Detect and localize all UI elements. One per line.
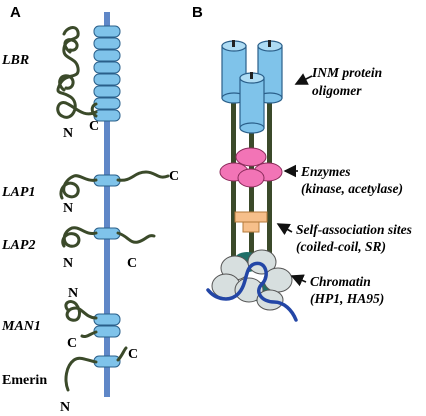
lap1-c-terminal-chain <box>116 170 170 182</box>
annotation-chromatin-line1: Chromatin <box>310 274 371 289</box>
lap1-tm-domain <box>93 174 121 187</box>
annotation-enzymes-line1: Enzymes <box>300 164 351 179</box>
lap1-n-terminus: N <box>63 201 73 216</box>
annotation-self-assoc-line2: (coiled-coil, SR) <box>296 239 386 254</box>
man1-n-terminus: N <box>68 286 78 301</box>
lap2-n-terminus: N <box>63 256 73 271</box>
annotation-inm-line2: oligomer <box>312 83 362 98</box>
dna-strand <box>206 261 298 322</box>
emerin-n-terminus: N <box>60 400 70 415</box>
lap2-c-terminus: C <box>127 256 137 271</box>
man1-c-terminus: C <box>67 336 77 351</box>
lbr-label: LBR <box>1 53 29 68</box>
emerin-c-terminal-chain <box>116 346 128 362</box>
panel-a-letter: A <box>10 4 21 21</box>
annotation-inm-line1: INM protein <box>311 65 382 80</box>
annotation-chromatin-line2: (HP1, HA95) <box>310 291 384 306</box>
arrow-self-association <box>276 223 293 236</box>
arrow-inm-oligomer <box>294 73 313 85</box>
man1-tm-domain-2 <box>93 325 121 338</box>
lbr-c-terminus: C <box>89 119 99 134</box>
emerin-tm-domain <box>93 355 121 368</box>
man1-n-terminal-chain <box>64 300 98 322</box>
lbr-n-terminus: N <box>63 126 73 141</box>
lbr-tm-domains <box>93 25 121 122</box>
lap1-label: LAP1 <box>1 185 35 200</box>
chromatin <box>206 249 298 322</box>
emerin-c-terminus: C <box>128 347 138 362</box>
arrow-chromatin <box>290 274 307 287</box>
nuclear-membrane <box>104 12 110 397</box>
lap2-c-terminal-chain <box>116 231 156 244</box>
lap2-tm-domain <box>93 227 121 240</box>
lbr-n-terminal-chain <box>56 26 98 119</box>
lbr-n-terminal-loops <box>58 38 79 92</box>
man1-tm-domain-1 <box>93 313 121 326</box>
man1-c-terminal-chain <box>80 330 98 338</box>
lap2-n-terminal-chain <box>61 226 98 248</box>
oligomer-stalks <box>231 95 272 270</box>
enzymes <box>219 147 283 188</box>
panel-b-letter: B <box>192 4 203 21</box>
lbr-c-terminal-chain <box>90 102 98 118</box>
man1-label: MAN1 <box>1 319 41 334</box>
annotation-self-assoc-line1: Self-association sites <box>296 222 412 237</box>
lap1-n-terminal-chain <box>59 174 98 200</box>
self-association-sites <box>234 211 268 233</box>
lap2-label: LAP2 <box>1 238 35 253</box>
emerin-n-terminal-chain <box>64 356 98 392</box>
annotation-enzymes-line2: (kinase, acetylase) <box>301 181 403 196</box>
inm-protein-oligomer <box>221 40 283 134</box>
emerin-label: Emerin <box>2 373 47 388</box>
lap1-c-terminus: C <box>169 169 179 184</box>
